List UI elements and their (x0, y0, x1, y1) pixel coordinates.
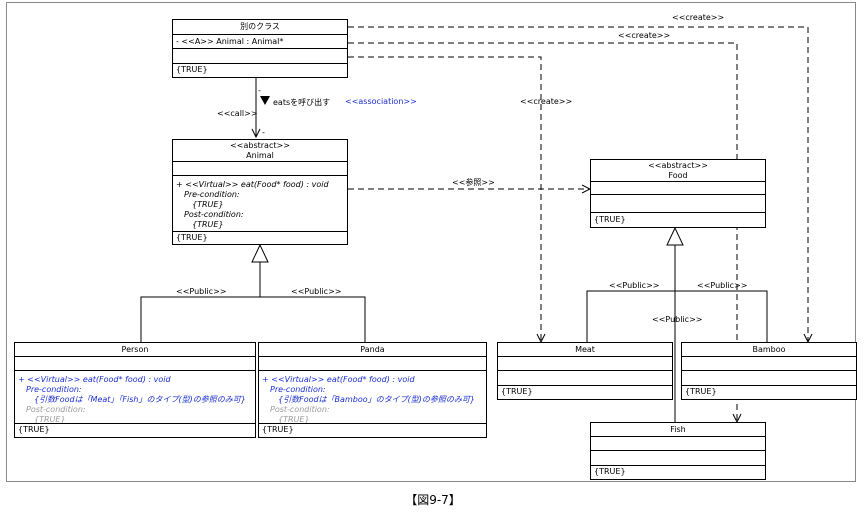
post-condition-value: {TRUE} (278, 415, 310, 424)
class-name: Animal (246, 151, 274, 160)
association-name: eatsを呼び出す (273, 98, 331, 107)
create-label-bamboo: <<create>> (672, 13, 725, 22)
class-bamboo[interactable]: Bamboo {TRUE} (681, 342, 857, 400)
generalization-meat-bamboo (586, 290, 768, 342)
post-condition-label: Post-condition: (26, 405, 86, 414)
class-panda[interactable]: Panda + <<Virtual>> eat(Food* food) : vo… (258, 342, 487, 438)
association-start-multiplicity: - (258, 86, 261, 95)
attributes-empty (591, 437, 765, 451)
create-dependency-fish (348, 42, 737, 422)
attributes-empty (682, 357, 856, 371)
association-stereotype: <<association>> (345, 97, 417, 106)
stereotype: <<abstract>> (230, 141, 290, 150)
class-header: <<abstract>> Animal (173, 140, 347, 162)
figure-caption: 【図9-7】 (405, 493, 461, 507)
operations: + <<Virtual>> eat(Food* food) : void Pre… (173, 176, 347, 232)
public-label-fish: <<Public>> (652, 315, 703, 324)
create-label-fish: <<create>> (618, 31, 671, 40)
create-label-meat: <<create>> (520, 97, 573, 106)
class-name: Fish (591, 423, 765, 437)
class-person[interactable]: Person + <<Virtual>> eat(Food* food) : v… (14, 342, 256, 438)
constraint: {TRUE} (501, 387, 533, 396)
class-name: Food (668, 171, 688, 180)
pre-condition-value: {引数Foodは「Bamboo」のタイプ(型)の参照のみ可} (278, 395, 475, 404)
class-meat[interactable]: Meat {TRUE} (497, 342, 673, 400)
class-food[interactable]: <<abstract>> Food {TRUE} (590, 159, 766, 228)
diagram-frame (6, 2, 856, 482)
operations-empty (498, 371, 672, 386)
pre-condition-label: Pre-condition: (184, 190, 240, 199)
class-name: Bamboo (682, 343, 856, 357)
generalization-triangle-food (666, 226, 684, 246)
attributes-empty (15, 357, 255, 371)
constraint: {TRUE} (594, 467, 626, 476)
operation: + <<Virtual>> eat(Food* food) : void (18, 375, 171, 384)
pre-condition-label: Pre-condition: (26, 385, 82, 394)
generalization-person-panda (140, 262, 366, 342)
association-end-multiplicity: - (262, 128, 265, 137)
constraint: {TRUE} (594, 215, 626, 224)
create-dependency-meat (348, 56, 541, 342)
public-label-panda: <<Public>> (291, 287, 342, 296)
constraint: {TRUE} (18, 425, 50, 434)
operations-empty (591, 451, 765, 466)
public-label-person: <<Public>> (176, 287, 227, 296)
class-other[interactable]: 別のクラス - <<A>> Animal : Animal* {TRUE} (172, 19, 348, 78)
class-fish[interactable]: Fish {TRUE} (590, 422, 766, 480)
operations: + <<Virtual>> eat(Food* food) : void Pre… (259, 371, 486, 424)
operation: + <<Virtual>> eat(Food* food) : void (176, 180, 329, 189)
constraint: {TRUE} (176, 233, 208, 242)
operations-empty (173, 49, 347, 64)
class-name: 別のクラス (173, 20, 347, 35)
operations-empty (682, 371, 856, 386)
class-name: Meat (498, 343, 672, 357)
create-dependency-bamboo (348, 26, 808, 342)
pre-condition-label: Pre-condition: (270, 385, 326, 394)
attributes-empty (259, 357, 486, 371)
attributes-empty (173, 162, 347, 176)
post-condition-label: Post-condition: (270, 405, 330, 414)
class-name: Person (15, 343, 255, 357)
public-label-bamboo: <<Public>> (697, 281, 748, 290)
constraint: {TRUE} (262, 425, 294, 434)
pre-condition-value: {引数Foodは「Meat」「Fish」のタイプ(型)の参照のみ可} (34, 395, 246, 404)
reference-label: <<参照>> (452, 178, 495, 187)
class-header: <<abstract>> Food (591, 160, 765, 182)
operation: + <<Virtual>> eat(Food* food) : void (262, 375, 415, 384)
class-name: Panda (259, 343, 486, 357)
attribute: - <<A>> Animal : Animal* (173, 35, 347, 49)
post-condition-label: Post-condition: (184, 210, 244, 219)
pre-condition-value: {TRUE} (192, 200, 224, 209)
constraint: {TRUE} (176, 65, 208, 74)
operations: + <<Virtual>> eat(Food* food) : void Pre… (15, 371, 255, 424)
post-condition-value: {TRUE} (192, 220, 224, 229)
call-label: <<call>> (217, 109, 258, 118)
post-condition-value: {TRUE} (34, 415, 66, 424)
attributes-empty (498, 357, 672, 371)
public-label-meat: <<Public>> (609, 281, 660, 290)
generalization-triangle-animal (251, 243, 269, 263)
class-animal[interactable]: <<abstract>> Animal + <<Virtual>> eat(Fo… (172, 139, 348, 245)
stereotype: <<abstract>> (648, 161, 708, 170)
operations-empty (591, 195, 765, 213)
association-direction-triangle (260, 96, 270, 105)
attributes-empty (591, 182, 765, 195)
constraint: {TRUE} (685, 387, 717, 396)
